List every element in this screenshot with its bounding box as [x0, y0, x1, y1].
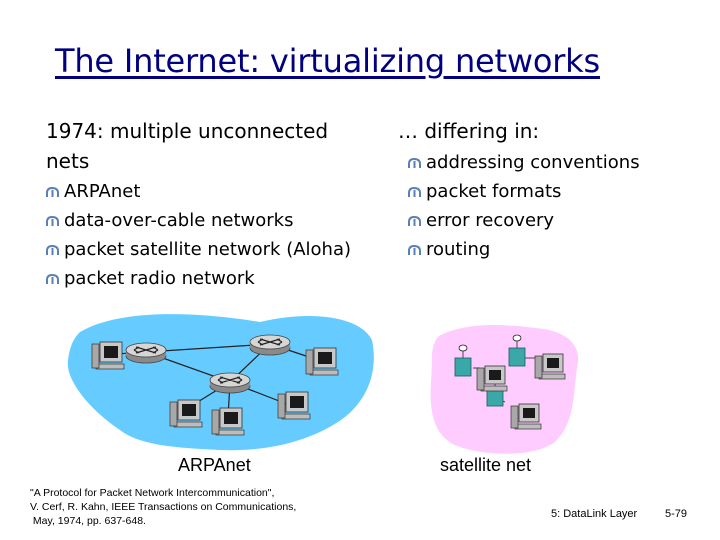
right-bullet-text: packet formats [426, 181, 562, 202]
left-heading: 1974: multiple unconnected nets [46, 119, 329, 173]
left-bullet-text: data-over-cable networks [64, 210, 294, 231]
desktop-computer-icon [277, 391, 311, 420]
citation: "A Protocol for Packet Network Intercomm… [30, 487, 297, 527]
router-icon [249, 334, 291, 356]
arpanet-diagram [67, 314, 374, 451]
slide-title: The Internet: virtualizing networks [55, 42, 600, 80]
left-bullet-list: ARPAnet data-over-cable networks packet … [46, 177, 351, 293]
curved-bullet-icon [46, 245, 59, 255]
router-icon [125, 342, 167, 364]
curved-bullet-icon [408, 216, 421, 226]
list-item: data-over-cable networks [46, 206, 351, 235]
desktop-computer-icon [91, 341, 125, 370]
satellite-caption: satellite net [440, 455, 532, 475]
list-item: packet satellite network (Aloha) [46, 235, 351, 264]
list-item: routing [408, 235, 640, 264]
curved-bullet-icon [408, 187, 421, 197]
curved-bullet-icon [408, 158, 421, 168]
curved-bullet-icon [46, 216, 59, 226]
desktop-computer-icon [476, 365, 508, 392]
left-bullet-text: packet radio network [64, 268, 255, 289]
right-heading: … differing in: [398, 119, 540, 143]
right-bullet-text: routing [426, 239, 491, 260]
footer-chapter: 5: DataLink Layer [551, 508, 638, 520]
desktop-computer-icon [305, 347, 339, 376]
desktop-computer-icon [169, 399, 203, 428]
curved-bullet-icon [408, 245, 421, 255]
right-bullet-text: addressing conventions [426, 152, 640, 173]
desktop-computer-icon [211, 407, 245, 436]
right-bullet-list: addressing conventions packet formats er… [408, 148, 640, 264]
left-bullet-text: packet satellite network (Aloha) [64, 239, 352, 260]
list-item: packet formats [408, 177, 640, 206]
curved-bullet-icon [46, 187, 59, 197]
list-item: addressing conventions [408, 148, 640, 177]
list-item: packet radio network [46, 264, 351, 293]
desktop-computer-icon [534, 353, 566, 380]
list-item: error recovery [408, 206, 640, 235]
list-item: ARPAnet [46, 177, 351, 206]
router-icon [209, 372, 251, 394]
footer-page-number: 5-79 [665, 508, 688, 520]
arpanet-caption: ARPAnet [178, 455, 251, 475]
right-bullet-text: error recovery [426, 210, 555, 231]
left-bullet-text: ARPAnet [64, 181, 141, 202]
satellite-diagram [430, 325, 579, 454]
desktop-computer-icon [510, 403, 542, 430]
curved-bullet-icon [46, 274, 59, 284]
